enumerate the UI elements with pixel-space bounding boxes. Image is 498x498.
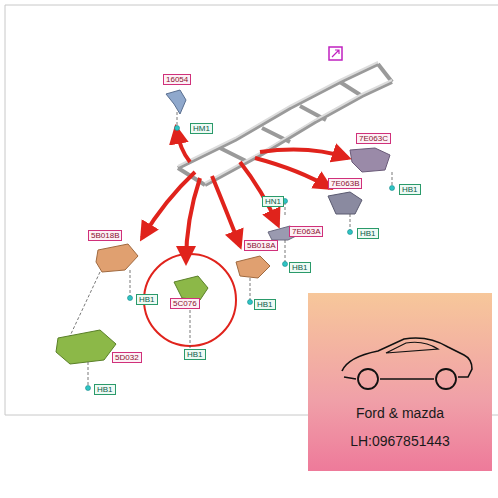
skid-plate [56,330,116,364]
part-number: 5B018B [88,230,122,241]
part-number: 5D032 [112,352,142,363]
watermark-text: Ford & mazda [308,405,492,421]
view-icon [329,47,342,60]
view-icon-arrow [332,50,339,57]
hardware-code: HB1 [357,228,379,239]
watermark-panel: Ford & mazdaLH:0967851443 [308,293,492,471]
car-body [342,338,472,379]
hardware-code: HM1 [190,123,213,134]
skid-plate [328,192,362,214]
hardware-code: HB1 [399,184,421,195]
skid-plate [350,148,390,172]
hardware-code: HB1 [289,262,311,273]
car-window [386,342,438,353]
bracket-part [166,90,186,114]
hardware-code: HB1 [184,349,206,360]
part-number: 5C076 [170,298,200,309]
hardware-code: HN1 [262,196,284,207]
hardware-code: HB1 [136,294,158,305]
part-number: 5B018A [244,240,278,251]
car-wheel [358,369,378,389]
part-number: 7E063C [356,133,391,144]
hardware-code: HB1 [254,299,276,310]
part-number: 16054 [163,74,191,85]
skid-plate [96,244,138,272]
car-wheel [436,369,456,389]
red-arrow [142,128,348,262]
skid-plate [236,256,270,278]
watermark-text: LH:0967851443 [308,433,492,449]
skid-plate [174,276,208,300]
part-number: 7E063B [328,178,362,189]
hardware-code: HB1 [94,384,116,395]
part-number: 7E063A [289,226,323,237]
